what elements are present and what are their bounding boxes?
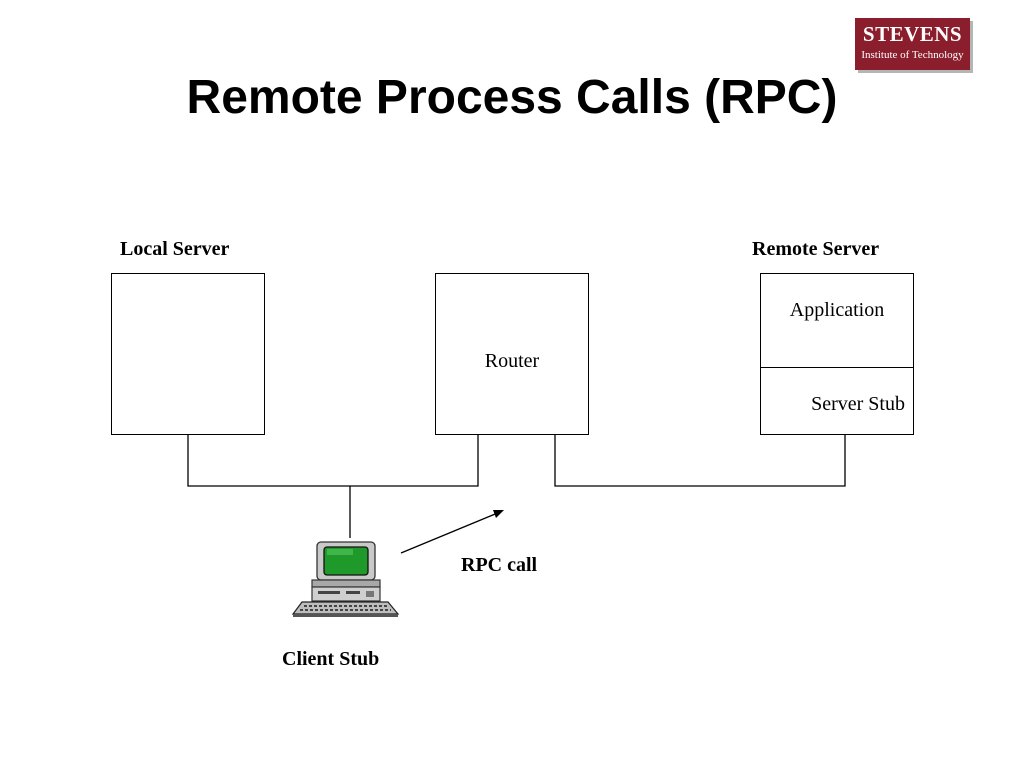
router-label: Router [484,350,540,372]
application-label: Application [789,299,885,321]
remote-server-box: Application Server Stub [760,273,914,435]
stevens-logo: STEVENS Institute of Technology [855,18,970,70]
slide-title: Remote Process Calls (RPC) [186,71,838,124]
rpc-call-arrow [400,511,501,554]
computer-icon [291,541,400,617]
remote-server-label: Remote Server [752,238,880,260]
logo-brand: STEVENS [862,22,963,46]
router-remote-bus [554,434,846,487]
client-stub-label: Client Stub [282,648,380,670]
rpc-call-label: RPC call [461,554,538,576]
server-stub-label: Server Stub [811,393,905,415]
rpc-call-arrowhead [493,510,504,518]
local-server-label: Local Server [120,238,230,260]
local-router-bus [187,434,479,487]
router-box: Router [435,273,589,435]
logo-subtitle: Institute of Technology [861,49,964,61]
local-server-box [111,273,265,435]
remote-server-divider [761,367,913,368]
